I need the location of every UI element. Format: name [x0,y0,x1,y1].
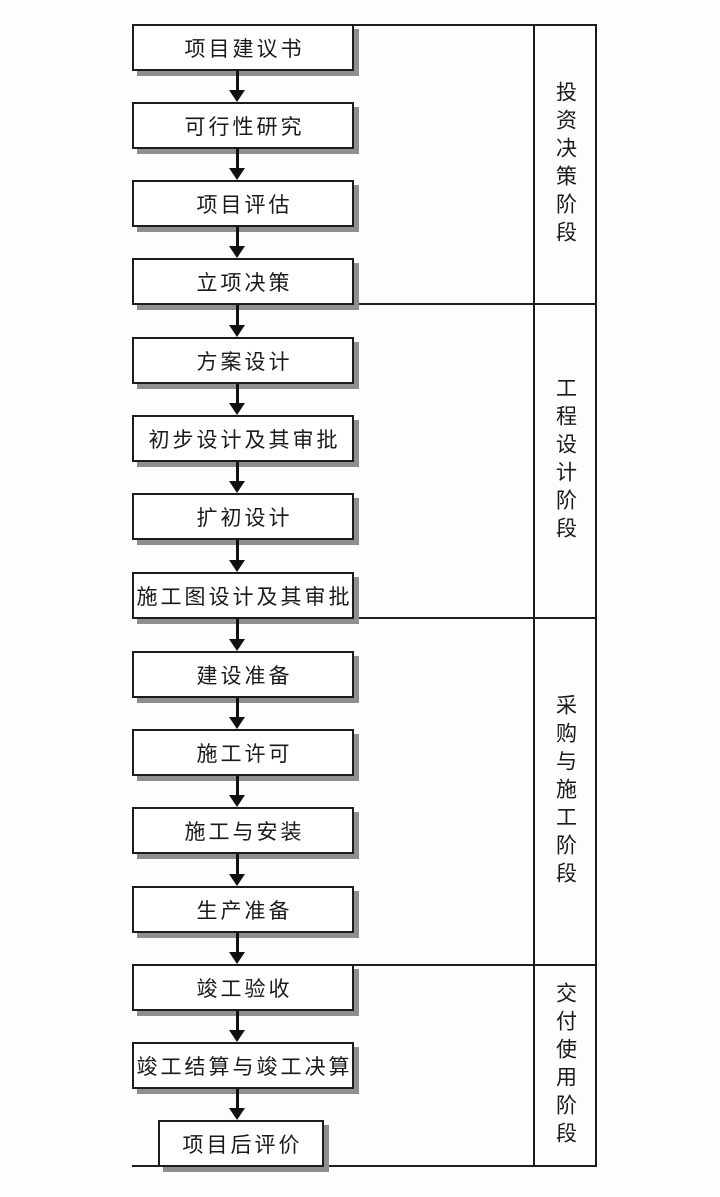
phase-divider-line [132,24,597,26]
flow-step-production-preparation: 生产准备 [132,886,354,933]
flow-step-construction-preparation: 建设准备 [132,651,354,698]
down-arrow-icon [229,619,246,651]
phase-divider-line [132,964,597,966]
phase-engineering-design: 工程设计阶段 [533,303,597,619]
flow-step-completion-settlement-final-accounts: 竣工结算与竣工决算 [132,1042,354,1089]
flow-step-construction-and-installation: 施工与安装 [132,807,354,854]
down-arrow-icon [229,776,246,807]
phase-label: 工程设计阶段 [553,377,578,545]
flow-step-construction-permit: 施工许可 [132,729,354,776]
down-arrow-icon [229,1089,246,1120]
down-arrow-icon [229,149,246,180]
phase-divider-line [132,1165,597,1167]
phase-divider-line [132,303,597,305]
phase-label: 投资决策阶段 [553,80,578,249]
flow-step-preliminary-design-approval: 初步设计及其审批 [132,415,354,462]
flow-step-project-proposal: 项目建议书 [132,24,354,71]
flow-step-expanded-preliminary-design: 扩初设计 [132,493,354,540]
down-arrow-icon [229,933,246,964]
flow-step-post-project-evaluation: 项目后评价 [158,1120,324,1167]
down-arrow-icon [229,462,246,493]
flow-step-completion-acceptance: 竣工验收 [132,964,354,1011]
down-arrow-icon [229,71,246,102]
flow-step-feasibility-study: 可行性研究 [132,102,354,149]
phase-label: 采购与施工阶段 [553,693,578,890]
phase-label: 交付使用阶段 [553,981,578,1150]
down-arrow-icon [229,227,246,258]
flow-step-project-evaluation: 项目评估 [132,180,354,227]
down-arrow-icon [229,540,246,572]
down-arrow-icon [229,384,246,415]
down-arrow-icon [229,305,246,337]
down-arrow-icon [229,698,246,729]
down-arrow-icon [229,1011,246,1042]
phase-investment-decision: 投资决策阶段 [533,24,597,305]
phase-delivery-use: 交付使用阶段 [533,964,597,1167]
flow-step-scheme-design: 方案设计 [132,337,354,384]
flow-step-construction-drawing-design-approval: 施工图设计及其审批 [132,572,354,619]
down-arrow-icon [229,854,246,886]
phase-procurement-construction: 采购与施工阶段 [533,617,597,966]
flow-step-project-approval-decision: 立项决策 [132,258,354,305]
phase-divider-line [132,617,597,619]
